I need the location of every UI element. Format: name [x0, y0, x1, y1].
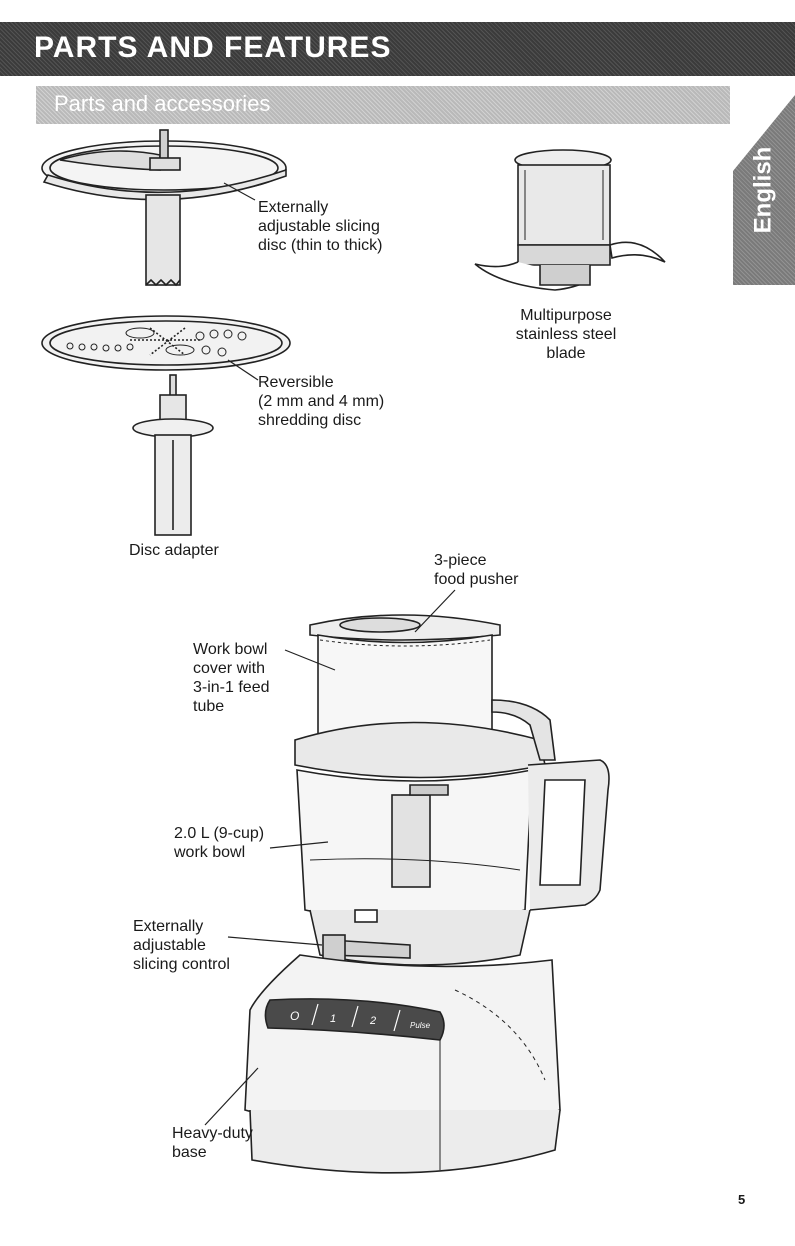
work-bowl-cover-label: Work bowl cover with 3-in-1 feed tube [193, 641, 270, 715]
panel-divider [311, 1003, 319, 1026]
panel-speed-1-label: 1 [330, 1013, 336, 1025]
shredding-disc-label: Reversible (2 mm and 4 mm) shredding dis… [258, 374, 385, 429]
panel-speed-2-label: 2 [369, 1015, 376, 1027]
slicing-control-label: Externally adjustable slicing control [133, 918, 230, 973]
title-bar: PARTS AND FEATURES [0, 22, 795, 76]
food-processor-illustration [244, 614, 610, 1174]
page-title: PARTS AND FEATURES [34, 31, 392, 64]
work-bowl-label: 2.0 L (9-cup) work bowl [174, 825, 265, 861]
base-label: Heavy-duty base [172, 1125, 253, 1161]
slicing-disc-label: Externally adjustable slicing disc (thin… [258, 199, 383, 254]
panel-pulse-label: Pulse [410, 1021, 431, 1030]
page-number: 5 [738, 1192, 746, 1207]
disc-adapter-label: Disc adapter [129, 542, 219, 559]
slicing-disc-illustration [41, 129, 287, 287]
disc-adapter-illustration [132, 374, 214, 536]
leader-lines [204, 182, 456, 1126]
section-bar: Parts and accessories [36, 86, 730, 124]
panel-divider [351, 1005, 359, 1028]
shredding-disc-illustration [41, 315, 291, 371]
panel-divider [393, 1009, 401, 1032]
section-title: Parts and accessories [54, 91, 271, 116]
blade-illustration [474, 149, 666, 291]
panel-off-label: O [290, 1009, 299, 1023]
food-pusher-label: 3-piece food pusher [434, 552, 519, 588]
blade-label: Multipurpose stainless steel blade [515, 307, 617, 362]
